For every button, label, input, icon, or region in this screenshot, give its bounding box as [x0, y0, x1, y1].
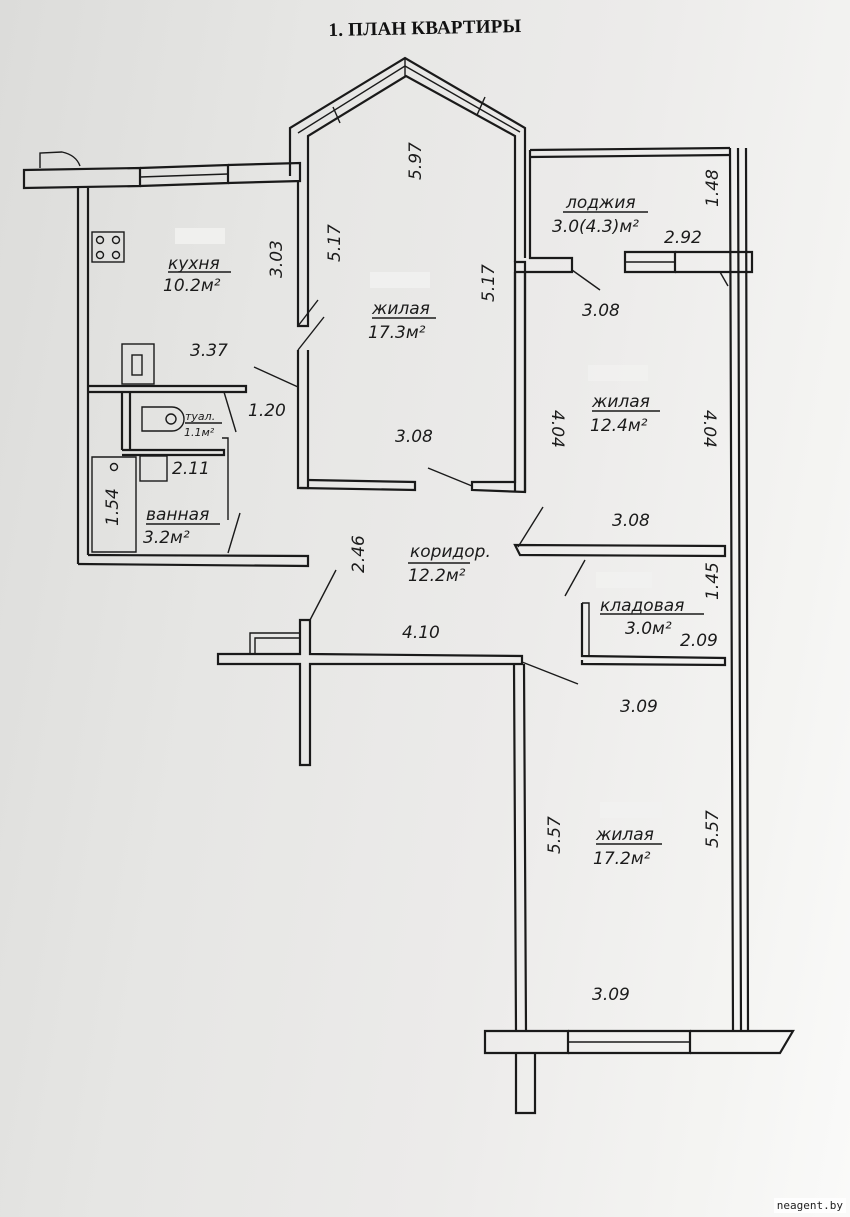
dim-corridor-width: 4.10 — [402, 623, 440, 643]
dim-living3-right: 5.57 — [703, 810, 723, 848]
door-living1-upper — [297, 299, 319, 327]
door-living3 — [521, 661, 579, 685]
door-living1-bottom — [427, 467, 473, 487]
dim-storage-height: 1.45 — [703, 562, 723, 600]
dim-kitchen-width: 3.37 — [190, 341, 228, 361]
dim-living1-top: 5.97 — [406, 142, 426, 180]
dim-living2-top-width: 3.08 — [582, 301, 620, 321]
room-name-corridor: коридор. — [410, 542, 491, 562]
dim-living2-left: 4.04 — [547, 410, 567, 448]
dim-living1-right: 5.17 — [479, 264, 499, 302]
room-area-corridor: 12.2м² — [408, 566, 466, 586]
room-area-living2: 12.4м² — [590, 416, 648, 436]
dim-storage-width: 2.09 — [680, 631, 718, 651]
washbasin-icon — [139, 455, 168, 482]
stove-icon — [91, 231, 125, 263]
toilet-icon — [141, 406, 185, 432]
room-area-bathroom: 3.2м² — [143, 528, 190, 548]
dim-living2-bottom-width: 3.08 — [612, 511, 650, 531]
dim-living3-bottom-width: 3.09 — [592, 985, 630, 1005]
room-name-toilet: туал. — [185, 410, 215, 423]
dim-living2-right: 4.04 — [699, 410, 719, 448]
door-loggia-right — [719, 271, 729, 287]
dim-bath-height: 1.54 — [103, 488, 123, 526]
room-name-loggia: лоджия — [565, 193, 636, 213]
dimension-labels: 3.03 3.37 1.20 2.11 1.54 5.97 5.17 5.17 … — [103, 142, 723, 1005]
room-name-living3: жилая — [595, 825, 654, 845]
room-area-living3: 17.2м² — [593, 849, 651, 869]
dim-living1-width: 3.08 — [395, 427, 433, 447]
dim-loggia-height: 1.48 — [703, 169, 723, 207]
walls — [22, 56, 795, 1115]
room-name-kitchen: кухня — [168, 254, 220, 274]
fixtures — [91, 231, 185, 482]
door-living2 — [517, 506, 544, 548]
room-area-kitchen: 10.2м² — [163, 276, 221, 296]
door-entrance — [309, 569, 337, 621]
door-loggia — [571, 269, 601, 291]
room-area-storage: 3.0м² — [625, 619, 672, 639]
room-name-storage: кладовая — [600, 596, 684, 616]
dim-living3-top-width: 3.09 — [620, 697, 658, 717]
dim-living1-left: 5.17 — [325, 224, 345, 262]
door-bath — [227, 512, 241, 554]
watermark: neagent.by — [773, 1198, 846, 1213]
door-living1-lower — [297, 316, 325, 351]
dim-bath-width: 2.11 — [172, 459, 210, 479]
room-area-loggia: 3.0(4.3)м² — [552, 217, 639, 237]
room-name-bathroom: ванная — [146, 505, 209, 525]
room-area-toilet: 1.1м² — [184, 426, 215, 439]
sink-icon — [121, 343, 155, 385]
dim-living3-left: 5.57 — [545, 816, 565, 854]
dim-corridor-height: 2.46 — [349, 535, 369, 573]
doors — [223, 269, 729, 685]
room-name-living1: жилая — [371, 299, 430, 319]
door-toilet — [223, 391, 237, 433]
dim-toilet-width: 1.20 — [248, 401, 286, 421]
room-labels: кухня 10.2м² жилая 17.3м² лоджия 3.0(4.3… — [143, 193, 704, 869]
dim-kitchen-height: 3.03 — [267, 240, 287, 278]
door-kitchen — [253, 366, 299, 388]
bathtub-drain-icon — [109, 462, 119, 472]
dim-loggia-width: 2.92 — [664, 228, 702, 248]
room-area-living1: 17.3м² — [368, 323, 426, 343]
room-name-living2: жилая — [591, 392, 650, 412]
door-storage — [564, 559, 586, 597]
